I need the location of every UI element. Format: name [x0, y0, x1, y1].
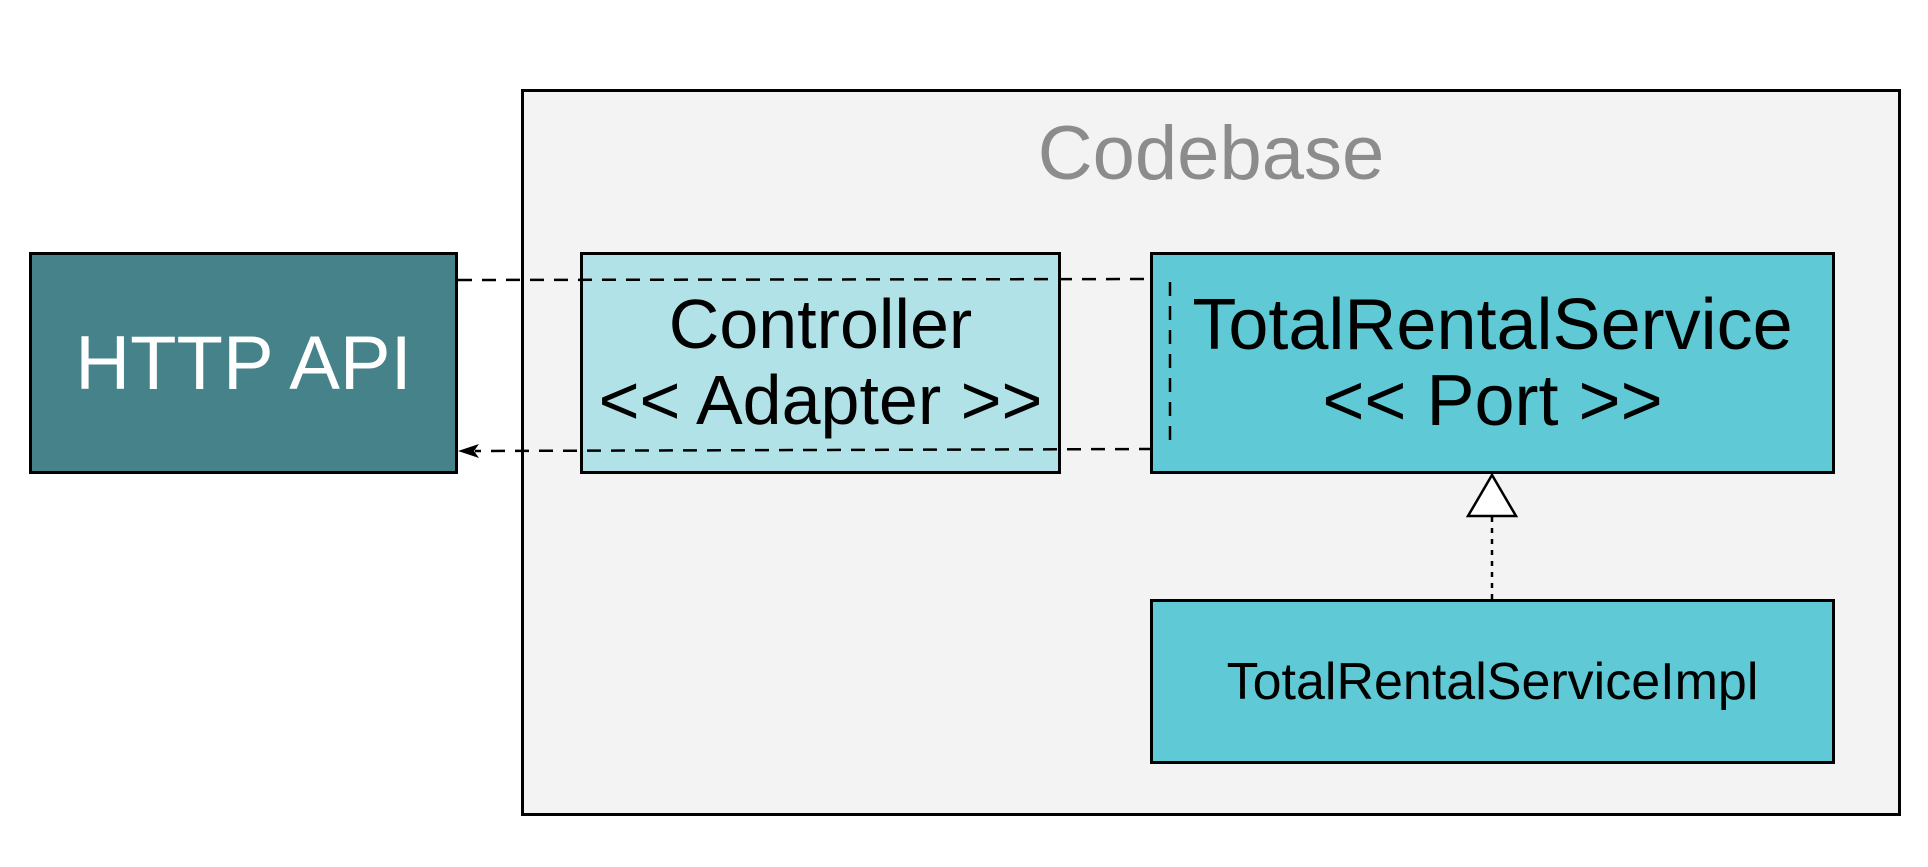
- http-api-label: HTTP API: [75, 320, 412, 406]
- impl-name: TotalRentalServiceImpl: [1226, 652, 1759, 711]
- codebase-title: Codebase: [1037, 111, 1385, 196]
- response-arrowhead-icon: [458, 444, 479, 458]
- total-rental-service-port-box: TotalRentalService << Port >>: [1150, 252, 1835, 474]
- http-api-box: HTTP API: [29, 252, 458, 474]
- port-name: TotalRentalService: [1192, 284, 1793, 365]
- total-rental-service-impl-box: TotalRentalServiceImpl: [1150, 599, 1835, 764]
- controller-stereotype: << Adapter >>: [598, 361, 1043, 439]
- controller-adapter-box: Controller << Adapter >>: [580, 252, 1061, 474]
- controller-name: Controller: [668, 285, 973, 364]
- port-stereotype: << Port >>: [1322, 361, 1663, 441]
